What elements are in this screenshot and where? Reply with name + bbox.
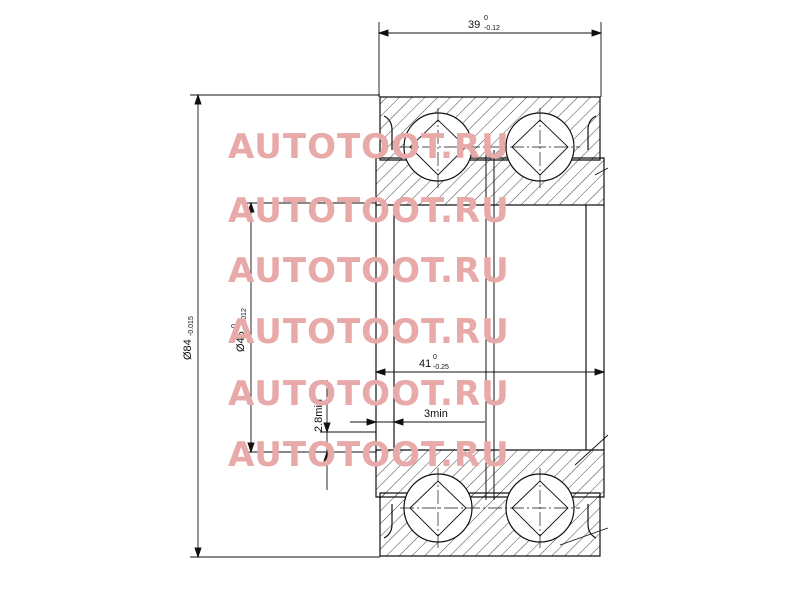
dim-width-39-lower: -0.12 <box>484 25 500 32</box>
dim-min-2-8: 2.8min <box>313 399 325 432</box>
dim-width-39: 39 <box>468 19 480 31</box>
watermark-1: AUTOTOOT.RU <box>228 127 510 167</box>
dim-width-41: 41 <box>419 358 431 370</box>
dimension-lines <box>190 22 609 559</box>
dim-dia-84: Ø84 <box>182 339 194 360</box>
dim-dia-84-lower: -0.015 <box>188 316 195 336</box>
watermark-6: AUTOTOOT.RU <box>228 435 510 475</box>
dim-width-41-lower: -0.25 <box>433 364 449 371</box>
dim-dia-45-lower: -0.012 <box>241 308 248 328</box>
dim-dia-45-upper: 0 <box>231 324 238 328</box>
dimension-labels: 39 0 -0.12 Ø84 -0.015 Ø45 0 -0.012 41 0 … <box>182 15 500 432</box>
dim-width-39-upper: 0 <box>484 15 488 22</box>
dim-min-3: 3min <box>424 408 448 420</box>
watermark-5: AUTOTOOT.RU <box>228 374 510 414</box>
watermark-3: AUTOTOOT.RU <box>228 251 510 291</box>
watermark-2: AUTOTOOT.RU <box>228 191 510 231</box>
watermark-4: AUTOTOOT.RU <box>228 312 510 352</box>
dim-dia-45: Ø45 <box>235 331 247 352</box>
center-lines <box>400 108 580 548</box>
dim-width-41-upper: 0 <box>433 354 437 361</box>
watermarks: AUTOTOOT.RU AUTOTOOT.RU AUTOTOOT.RU AUTO… <box>228 127 510 475</box>
